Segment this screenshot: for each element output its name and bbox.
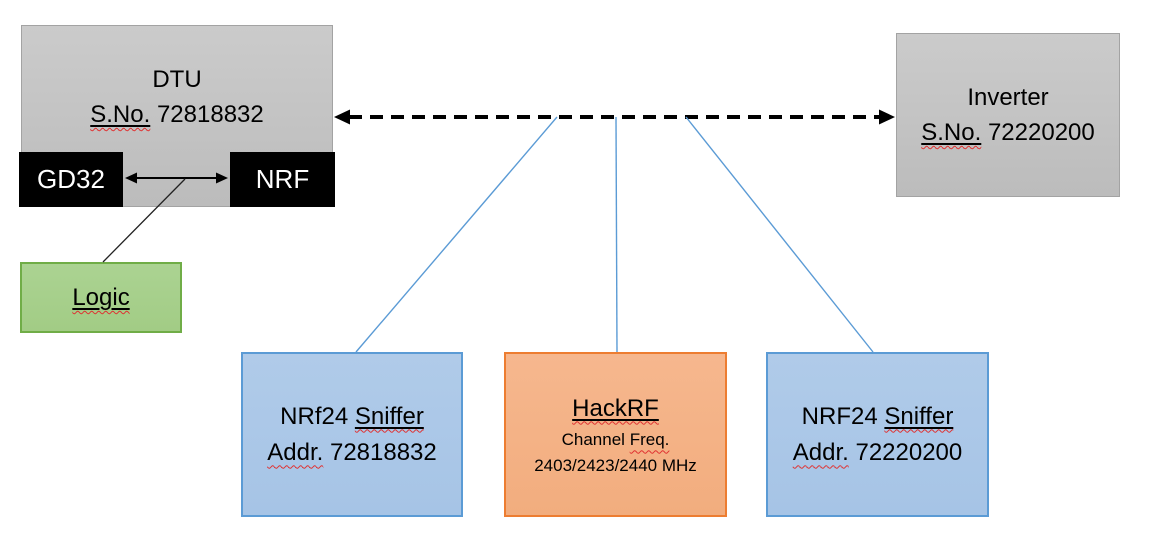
- inverter-serial-line: S.No. 72220200: [921, 115, 1094, 150]
- nrf-label: NRF: [255, 164, 310, 194]
- gd32-label: GD32: [37, 164, 105, 194]
- node-inverter: Inverter S.No. 72220200: [896, 33, 1120, 197]
- sniffer-left-addr-number: 72818832: [329, 438, 437, 466]
- hackrf-link: [615, 116, 618, 353]
- hackrf-channel-line: Channel Freq.: [561, 429, 670, 449]
- dtu-title: DTU: [152, 66, 202, 93]
- arrowhead-right-icon: [879, 109, 895, 125]
- dtu-inverter-dashed-link: [334, 109, 895, 125]
- inverter-serial-number: 72220200: [987, 119, 1095, 146]
- node-nrf: NRF: [230, 152, 335, 207]
- node-hackrf: HackRF Channel Freq. 2403/2423/2440 MHz: [504, 352, 727, 517]
- dtu-serial-label: S.No.: [90, 101, 151, 128]
- sniffer-left-addr-label: Addr.: [267, 438, 324, 466]
- node-sniffer-left: NRf24 Sniffer Addr. 72818832: [241, 352, 463, 517]
- logic-label: Logic: [72, 284, 130, 311]
- sniffer-left-link: [355, 116, 558, 353]
- sniffer-left-addr-line: Addr. 72818832: [267, 435, 437, 471]
- sniffer-right-addr-line: Addr. 72220200: [793, 435, 963, 471]
- node-logic: Logic: [20, 262, 182, 333]
- sniffer-left-title: NRf24 Sniffer: [280, 402, 424, 430]
- inverter-serial-label: S.No.: [921, 119, 982, 146]
- inverter-title: Inverter: [967, 84, 1049, 111]
- dtu-serial-number: 72818832: [156, 101, 264, 128]
- sniffer-right-addr-number: 72220200: [855, 438, 963, 466]
- hackrf-title: HackRF: [572, 394, 659, 422]
- sniffer-right-addr-label: Addr.: [792, 438, 849, 466]
- sniffer-right-link: [685, 116, 874, 353]
- dtu-serial-line: S.No. 72818832: [90, 97, 263, 132]
- node-gd32: GD32: [19, 152, 123, 207]
- hackrf-frequencies: 2403/2423/2440 MHz: [534, 455, 697, 475]
- node-sniffer-right: NRF24 Sniffer Addr. 72220200: [766, 352, 989, 517]
- sniffer-right-title: NRF24 Sniffer: [801, 402, 954, 430]
- arrowhead-left-icon: [334, 109, 350, 125]
